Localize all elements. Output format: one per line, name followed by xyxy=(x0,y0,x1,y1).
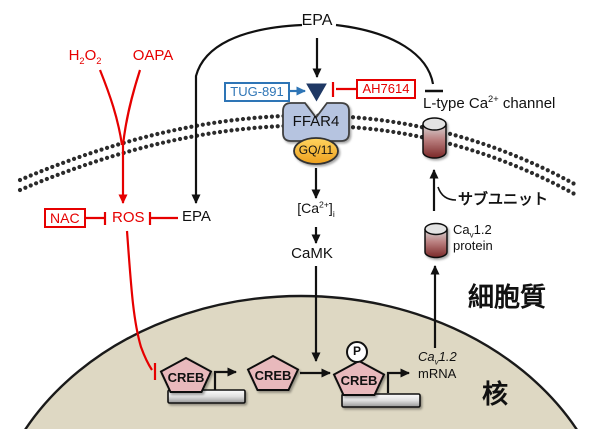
subunit-label-jp: サブユニット xyxy=(458,191,549,208)
intracellular-calcium-label: [Ca2+]i xyxy=(297,199,335,219)
tug891-box: TUG-891 xyxy=(224,82,290,102)
ros-creb-inhibition-curve xyxy=(125,230,153,371)
oapa-label: OAPA xyxy=(132,47,174,64)
ltype-channel-label: L-type Ca2+ channel xyxy=(423,94,556,112)
creb-label-3: CREB xyxy=(340,373,378,388)
h2o2-label: H2O2 xyxy=(68,47,102,66)
epa-entry-arrow xyxy=(191,23,303,204)
cav12-protein-cylinder xyxy=(424,222,448,259)
epa-ligand-triangle xyxy=(306,83,327,102)
camk-label: CaMK xyxy=(291,245,333,262)
gq11-label: GQ/11 xyxy=(298,143,334,157)
ffar4-label: FFAR4 xyxy=(292,113,340,130)
oapa-curve xyxy=(121,69,142,146)
nucleus-label-jp: 核 xyxy=(482,379,509,409)
phospho-circle xyxy=(346,341,368,363)
dna-bar-left xyxy=(167,389,246,404)
transcription-arrow-left xyxy=(213,367,237,390)
ah7614-box: AH7614 xyxy=(356,79,416,99)
creb-label-2: CREB xyxy=(254,368,292,383)
ros-pathway-lines xyxy=(80,69,356,380)
creb-pentagon-2 xyxy=(246,354,300,391)
h2o2-curve xyxy=(98,69,124,146)
creb-label-1: CREB xyxy=(167,370,205,385)
creb-pentagon-3 xyxy=(332,359,386,396)
gq11-protein-shape xyxy=(293,137,339,165)
ltype-channel-cylinder xyxy=(422,117,447,159)
subunit-leader-line xyxy=(437,186,457,201)
cytoplasm-label-jp: 細胞質 xyxy=(468,282,547,312)
nucleus-shape xyxy=(24,294,578,429)
transcription-arrow-right xyxy=(386,368,410,393)
epa-intracellular-label: EPA xyxy=(182,208,211,225)
ros-label: ROS xyxy=(112,209,145,226)
epa-pathway-lines xyxy=(191,23,457,378)
epa-channel-inhibition-curve xyxy=(335,23,435,85)
nac-box: NAC xyxy=(44,208,86,228)
phospho-label: P xyxy=(352,344,362,358)
ffar4-receptor-shape xyxy=(282,102,350,142)
dna-bar-right xyxy=(341,393,421,408)
creb-pentagon-1 xyxy=(159,356,213,393)
epa-top-label: EPA xyxy=(301,12,333,29)
